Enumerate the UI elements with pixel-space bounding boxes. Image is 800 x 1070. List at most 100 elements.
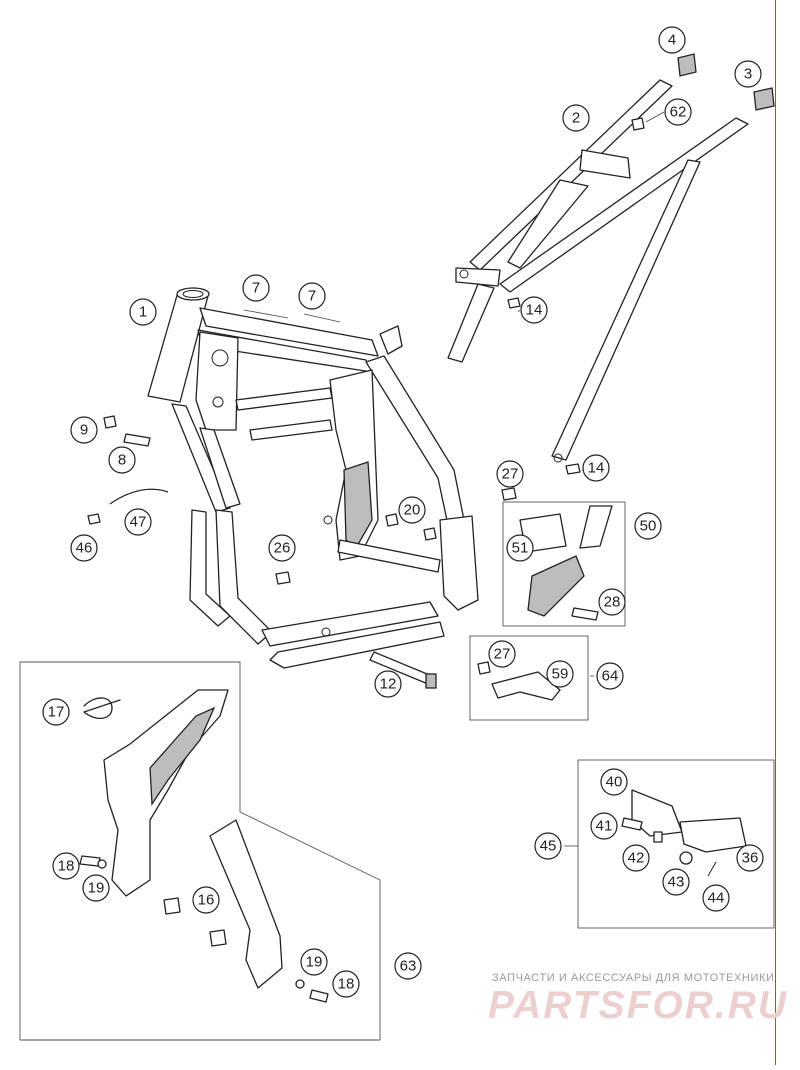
- callout-4: 4: [658, 26, 686, 54]
- callout-47: 47: [124, 508, 152, 536]
- svg-text:46: 46: [76, 540, 93, 557]
- callout-17: 17: [42, 698, 70, 726]
- callout-26: 26: [268, 534, 296, 562]
- svg-text:17: 17: [48, 704, 65, 721]
- part-50-plate: [579, 505, 613, 549]
- svg-text:18: 18: [338, 976, 355, 993]
- callout-18a: 18: [52, 852, 80, 880]
- part-20-bolt-b: [423, 527, 437, 541]
- svg-text:63: 63: [400, 958, 417, 975]
- callout-16: 16: [192, 886, 220, 914]
- svg-text:8: 8: [118, 452, 126, 469]
- callout-63: 63: [394, 952, 422, 980]
- part-62-nut: [631, 117, 645, 131]
- part-4-cap: [677, 53, 697, 77]
- watermark-caption: ЗАПЧАСТИ И АКСЕССУАРЫ ДЛЯ МОТОТЕХНИКИ: [492, 972, 775, 984]
- callout-27a: 27: [496, 460, 524, 488]
- svg-text:45: 45: [540, 838, 557, 855]
- part-47-hose: [109, 488, 169, 505]
- part-26-washer: [275, 571, 291, 585]
- svg-text:26: 26: [274, 540, 291, 557]
- group-50-box: [502, 501, 626, 627]
- part-18b-bolt: [309, 989, 329, 1003]
- callout-42: 42: [622, 844, 650, 872]
- callout-51: 51: [506, 534, 534, 562]
- part-27a-bolt: [501, 487, 517, 501]
- watermark-logo: PARTSFOR.RU: [488, 984, 789, 1027]
- part-14-bolt-lower: [565, 463, 581, 475]
- svg-text:28: 28: [604, 594, 621, 611]
- callout-45: 45: [534, 832, 562, 860]
- part-19a-washer: [97, 859, 107, 869]
- part-28-bolt: [571, 607, 599, 621]
- part-3-cap: [753, 87, 775, 111]
- callout-40: 40: [600, 768, 628, 796]
- part-59-guard: [491, 671, 561, 701]
- callout-44: 44: [702, 884, 730, 912]
- group-45-box: [577, 759, 775, 929]
- callout-62: 62: [664, 98, 692, 126]
- svg-text:3: 3: [744, 66, 752, 83]
- page-edge-line: [775, 0, 776, 1065]
- callout-36: 36: [736, 844, 764, 872]
- svg-text:51: 51: [512, 540, 529, 557]
- svg-text:4: 4: [668, 32, 676, 49]
- svg-text:19: 19: [306, 954, 323, 971]
- svg-text:12: 12: [380, 676, 397, 693]
- part-8-bolt: [123, 433, 151, 447]
- part-20-bolt: [385, 513, 399, 527]
- callout-12: 12: [374, 670, 402, 698]
- part-50-guide: [527, 555, 585, 617]
- part-12-axle-head: [425, 673, 437, 689]
- part-41-pin: [621, 817, 643, 831]
- part-27b-bolt: [477, 661, 491, 675]
- part-42-spring: [653, 831, 663, 843]
- svg-text:19: 19: [88, 880, 105, 897]
- svg-text:43: 43: [668, 874, 685, 891]
- svg-text:9: 9: [80, 422, 88, 439]
- part-16-sleeve-b: [209, 929, 227, 947]
- svg-text:40: 40: [606, 774, 623, 791]
- callout-64: 64: [596, 662, 624, 690]
- callout-50: 50: [634, 512, 662, 540]
- callout-1: 1: [129, 298, 157, 326]
- callout-2: 2: [562, 104, 590, 132]
- callout-3: 3: [734, 60, 762, 88]
- part-40-footpeg: [631, 789, 683, 837]
- main-frame: [147, 287, 479, 669]
- callout-7b: 7: [298, 282, 326, 310]
- callout-46: 46: [70, 534, 98, 562]
- part-36-footpeg: [679, 817, 747, 853]
- callout-43: 43: [662, 868, 690, 896]
- part-63-guard-left: [103, 689, 229, 897]
- part-9-nut: [103, 415, 117, 429]
- svg-text:27: 27: [502, 466, 519, 483]
- callout-7a: 7: [242, 274, 270, 302]
- callout-8: 8: [108, 446, 136, 474]
- part-17-tie: [83, 697, 121, 719]
- part-63-guard-right: [209, 819, 283, 989]
- svg-text:47: 47: [130, 514, 147, 531]
- svg-text:64: 64: [602, 668, 619, 685]
- svg-text:42: 42: [628, 850, 645, 867]
- callout-19a: 19: [82, 874, 110, 902]
- svg-text:44: 44: [708, 890, 725, 907]
- part-16-sleeve: [163, 897, 181, 915]
- callout-28: 28: [598, 588, 626, 616]
- group-64-box: [469, 635, 589, 721]
- part-63-guard-left-inner: [149, 706, 216, 806]
- svg-text:16: 16: [198, 892, 215, 909]
- svg-text:7: 7: [252, 280, 260, 297]
- callout-19b: 19: [300, 948, 328, 976]
- subframe: [447, 79, 749, 463]
- callout-18b: 18: [332, 970, 360, 998]
- part-43-washer: [679, 851, 693, 865]
- svg-text:50: 50: [640, 518, 657, 535]
- svg-text:2: 2: [572, 110, 580, 127]
- svg-text:59: 59: [552, 666, 569, 683]
- part-46-clip: [87, 513, 101, 525]
- group-63-box: [19, 661, 381, 1041]
- svg-text:14: 14: [526, 302, 543, 319]
- svg-text:36: 36: [742, 850, 759, 867]
